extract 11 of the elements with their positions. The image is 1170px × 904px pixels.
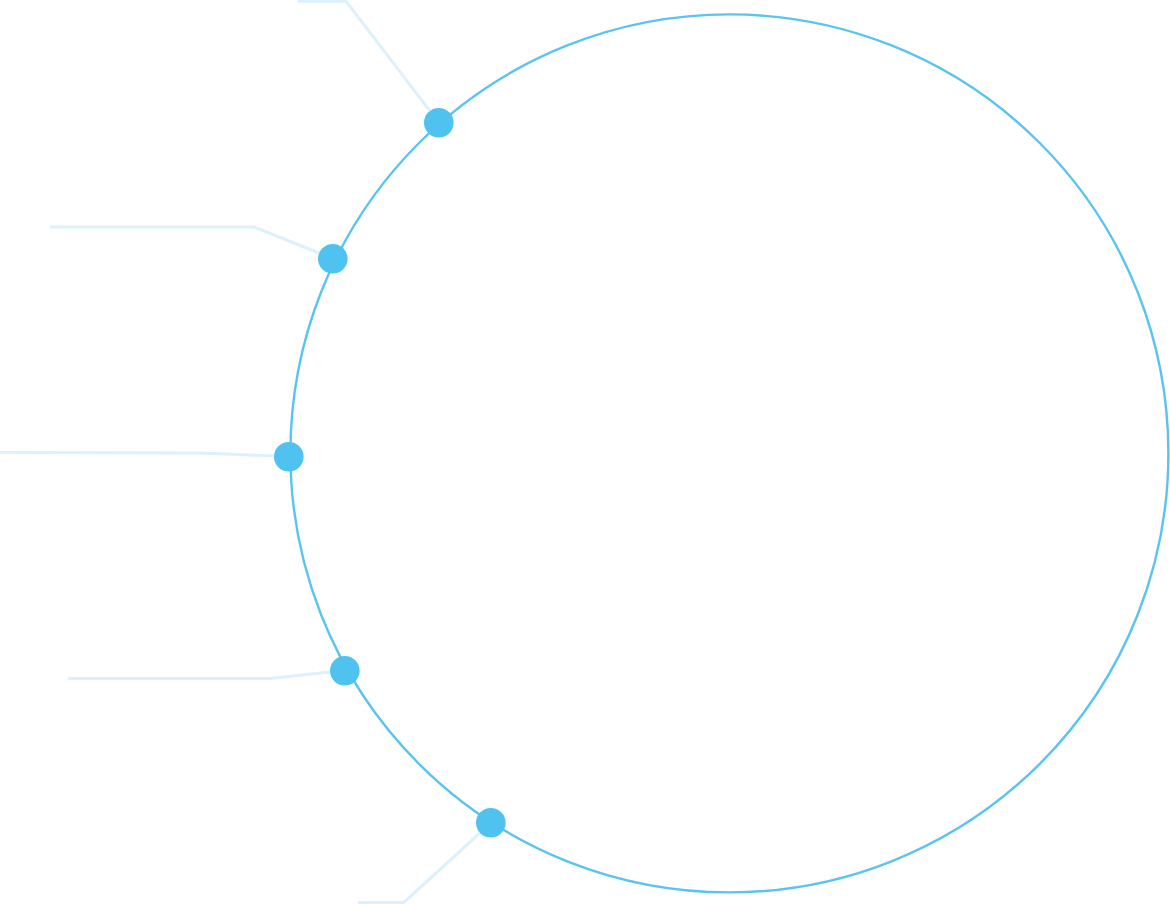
dot-icon [423, 107, 454, 138]
dot-icon [317, 243, 348, 274]
dot-icon [476, 807, 506, 838]
dot-icon [273, 441, 304, 472]
leader-line [358, 831, 482, 904]
leader-line [68, 670, 330, 680]
dot-icon [329, 655, 360, 686]
leader-line [298, 0, 431, 112]
leader-line [50, 225, 320, 255]
circle-outline [287, 11, 1170, 895]
leader-line [0, 450, 274, 458]
